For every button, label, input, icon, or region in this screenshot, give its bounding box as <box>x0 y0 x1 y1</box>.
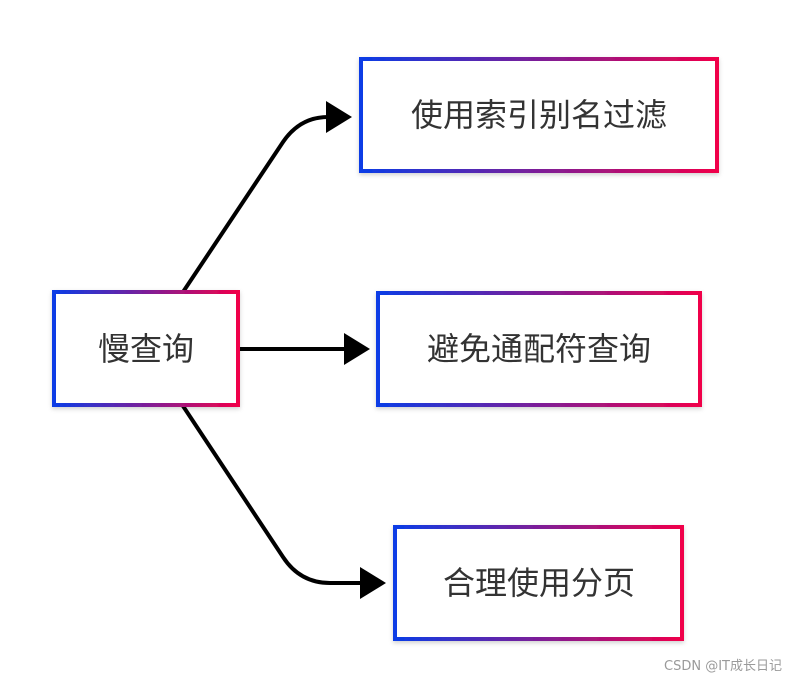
watermark: CSDN @IT成长日记 <box>664 659 782 674</box>
edge-root-to-child-3 <box>181 404 364 585</box>
child-node-1: 使用索引别名过滤 <box>359 57 719 173</box>
child-node-2: 避免通配符查询 <box>376 291 702 407</box>
child-node-3-label: 合理使用分页 <box>443 564 635 602</box>
root-node: 慢查询 <box>52 290 240 407</box>
child-node-3: 合理使用分页 <box>393 525 684 641</box>
arrowhead-child-3 <box>360 567 386 599</box>
child-node-2-label: 避免通配符查询 <box>427 330 651 368</box>
root-node-label: 慢查询 <box>98 330 194 368</box>
arrowhead-child-2 <box>344 333 370 365</box>
child-node-1-label: 使用索引别名过滤 <box>411 96 667 134</box>
arrowhead-child-1 <box>326 101 352 133</box>
edge-root-to-child-1 <box>181 115 330 294</box>
